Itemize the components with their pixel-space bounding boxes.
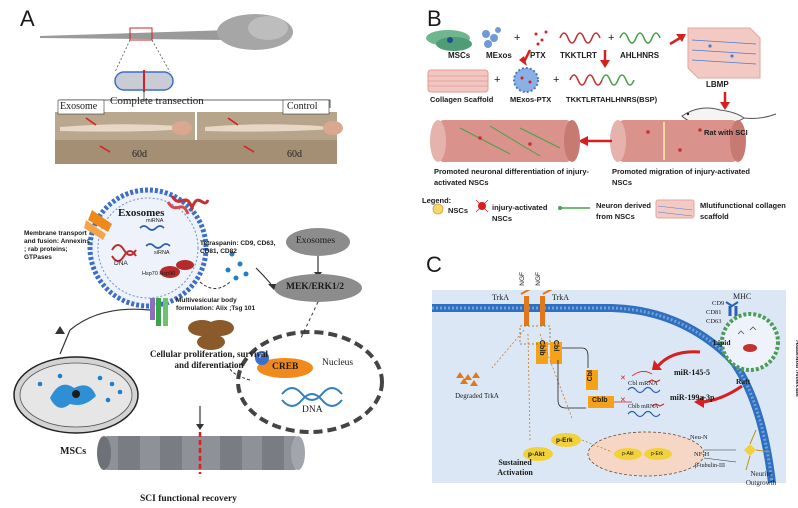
b-plus-2: + — [608, 32, 615, 44]
c-cbl-rotated: Cbl — [552, 340, 559, 352]
c-cblb-mrna-label: Cblb mRNA — [628, 404, 659, 410]
dna-label: DNA — [114, 260, 128, 267]
exosomes-node-shape — [286, 228, 350, 256]
svg-text:✕: ✕ — [620, 397, 626, 404]
b-plus-4: + — [553, 74, 560, 86]
b-ptx-label: PTX — [530, 51, 546, 60]
day-label-right: 60d — [287, 149, 302, 160]
c-mhc-label: MHC — [733, 292, 752, 301]
c-neurite-label: Neurite Outgrowth — [745, 470, 777, 487]
b-promoted-mig-label: Promoted migration of injury-activated N… — [612, 167, 750, 187]
exosome-mechanism-diagram — [13, 187, 384, 474]
b-legend-scaffold: Mlutifunctional collagen scaffold — [700, 201, 786, 221]
membrane-transport-label: Membrane transport and fusion: Annexins … — [24, 230, 90, 261]
c-ngf-label-2: NGF — [535, 272, 542, 286]
b-legend-injury: injury-activated NSCs — [492, 203, 548, 223]
cellular-proliferation-label: Cellular proliferation, survival and dif… — [150, 349, 268, 370]
c-tubulin-label: β-tubulin-III — [694, 463, 726, 469]
c-cblb-rotated: Cblb — [538, 340, 545, 356]
b-legend-title: Legend: — [422, 196, 452, 205]
svg-text:✕: ✕ — [620, 375, 626, 382]
mek-node-shape — [274, 274, 362, 302]
c-lipid-label: Lipid — [713, 338, 731, 347]
control-group-label: Control — [287, 101, 318, 112]
b-plus-3: + — [494, 74, 501, 86]
tetraspanin-label: Tetraspanin: CD9, CD63, CD81, CD82 — [200, 240, 276, 255]
b-legend-neuron: Neuron derived from NSCs — [596, 201, 652, 221]
exosomes-node-label: Exosomes — [296, 236, 336, 246]
p-badge-shape — [255, 351, 269, 365]
day-label-left: 60d — [132, 149, 147, 160]
creb-shape — [257, 358, 313, 378]
transection-label: Complete transection — [110, 95, 204, 107]
mirna-label: miRNA — [146, 218, 164, 224]
c-sustained-label: Sustained Activation — [497, 458, 533, 477]
c-trka-left: TrkA — [492, 293, 510, 302]
b-ahlhnrs-label: AHLHNRS — [620, 51, 660, 60]
c-perk-small: p-Erk — [651, 451, 663, 457]
exosome-vesicle — [87, 187, 209, 309]
panel-b-diagram — [426, 27, 777, 219]
mscs-label: MSCs — [60, 446, 87, 457]
panel-b-letter: B — [427, 6, 442, 31]
panel-a-top-illustration — [40, 14, 343, 164]
c-cd9-label: CD9 — [712, 300, 725, 307]
b-legend-nscs: NSCs — [448, 206, 469, 215]
c-cblb-box-label: Cblb — [592, 397, 608, 404]
sirna-label: siRNA — [154, 250, 170, 256]
b-bsp-label: TKKTLRTAHLHNRS(BSP) — [566, 95, 658, 104]
c-trka-right: TrkA — [552, 293, 570, 302]
panel-c-letter: C — [426, 252, 442, 277]
panel-a-letter: A — [20, 6, 35, 31]
c-degraded-label: Degraded TrkA — [455, 392, 499, 400]
sci-recovery-label: SCI functional recovery — [140, 494, 237, 504]
b-rat-label: Rat with SCI — [704, 128, 748, 137]
creb-label: CREB — [272, 362, 299, 372]
c-pakt-label: p-Akt — [528, 451, 545, 458]
b-mexos-label: MExos — [486, 51, 512, 60]
c-cbl-mrna-label: Cbl mRNA — [628, 380, 658, 387]
p-badge-label: P — [259, 353, 264, 360]
panel-c-diagram: ✕ ✕ — [432, 290, 786, 483]
nucleus-shape — [236, 330, 384, 434]
spinal-cord-shape — [40, 30, 230, 40]
exosomes-title: Exosomes — [118, 207, 165, 219]
nucleus-label: Nucleus — [322, 358, 354, 368]
c-perk-label: p-Erk — [556, 437, 573, 444]
hsp-label: Hsp70 Hsp90 — [142, 271, 176, 277]
multivesicular-label: Multivesicular body formulation: Alix ;T… — [176, 297, 256, 312]
b-promoted-diff-label: Promoted neuronal differentiation of inj… — [434, 167, 590, 187]
b-mscs-label: MSCs — [448, 51, 471, 60]
zoom-box — [129, 27, 153, 41]
c-cd63-label: CD63 — [706, 318, 722, 325]
nucleus-dna-label: DNA — [302, 405, 323, 415]
c-adhesion-label: Adhesion Molecule — [794, 340, 798, 397]
c-ngf-label-1: NGF — [519, 272, 526, 286]
c-mir145-label: miR-145-5 — [674, 368, 710, 377]
mek-erk-label: MEK/ERK1/2 — [286, 282, 345, 292]
c-raft-label: Raft — [736, 377, 751, 386]
c-cd81-label: CD81 — [706, 309, 722, 316]
b-collagen-label: Collagen Scaffold — [430, 95, 494, 104]
c-exosome-vesicle — [720, 312, 780, 372]
b-mexos-ptx-label: MExos-PTX — [510, 95, 552, 104]
b-tkktlrt-label: TKKTLRT — [560, 51, 597, 60]
c-neun-label: Neu-N — [690, 434, 708, 441]
c-mir199-label: miR-199a-3p — [670, 393, 715, 402]
b-lbmp-label: LBMP — [706, 80, 729, 89]
exosome-group-label: Exosome — [60, 101, 98, 112]
c-cbl-box-label: Cbl — [587, 370, 594, 382]
c-nfh-label: NF-H — [694, 451, 710, 458]
c-pakt-small: p-Akt — [622, 451, 634, 457]
b-plus-1: + — [514, 32, 521, 44]
